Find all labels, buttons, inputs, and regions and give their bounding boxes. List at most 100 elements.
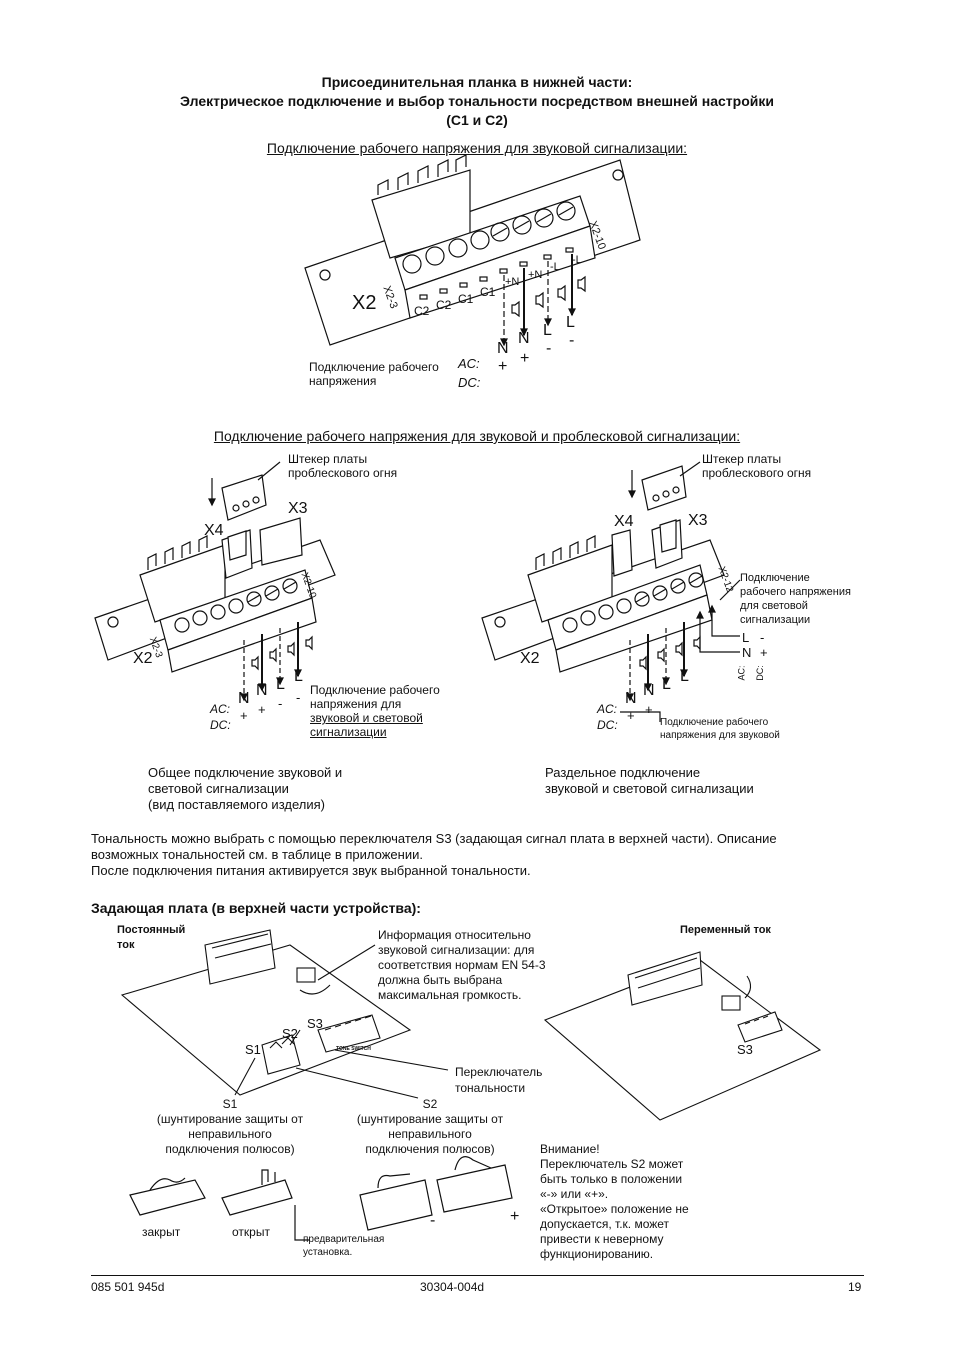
s2-desc-3: неправильного [388,1127,472,1141]
right-sound-1: Подключение рабочего [660,717,769,728]
col-sign3: - [546,340,552,357]
left-col-l2: L [294,668,303,685]
s1-desc-1: S1 [222,1097,238,1111]
pin-label-c2a: C2 [414,304,430,318]
jumper-drawings [129,1156,513,1241]
right-light-2: рабочего напряжения [740,586,851,598]
right-col-l1: L [662,676,671,693]
preset-1: предварительная [303,1234,385,1245]
supply-label-2: напряжения [309,374,377,388]
left-supply-2: напряжения для [310,697,402,711]
s2-desc-4: подключения полюсов) [365,1142,495,1156]
right-sound-2: напряжения для звуковой [660,730,780,741]
tone-switch-1: Переключатель [455,1065,543,1079]
col-n1: N [497,340,509,357]
s1-desc-3: неправильного [188,1127,272,1141]
warning-6: допускается, т.к. может [540,1217,670,1231]
tone-switch-2: тональности [455,1081,526,1095]
jumper-plus: + [510,1208,520,1225]
section1-heading: Подключение рабочего напряжения для звук… [266,140,688,156]
pin-label-c1b: C1 [480,285,496,299]
s1-desc-2: (шунтирование защиты от [156,1112,304,1126]
pin-label-n1: +N [505,276,520,288]
supply-label-1: Подключение рабочего [309,360,439,374]
tone-switch-print: TONE SWITCH [336,1046,371,1052]
right-dc: DC: [597,718,618,732]
col-l1: L [543,322,552,339]
warning-3: быть только в положении [540,1172,683,1186]
pin-label-c1a: C1 [458,292,474,306]
paragraph-line-2: возможных тональностей см. в таблице в п… [91,847,423,862]
caption-right-2: звуковой и световой сигнализации [545,781,754,796]
right-minus: - [760,630,765,645]
footer-left: 085 501 945d [91,1280,165,1294]
footer-rule [91,1275,864,1276]
warning-8: функционированию. [540,1247,654,1261]
x2-label: X2 [352,292,377,314]
left-diagram [94,461,336,702]
col-sign1: + [498,358,508,375]
contact-slots [419,247,574,300]
plug-label-right-1: Штекер платы [702,452,782,466]
x2-right: X2 [520,650,540,667]
left-sign4: - [296,690,301,705]
caption-right-1: Раздельное подключение [545,765,701,780]
caption-left-2: световой сигнализации [148,781,289,796]
right-diagram [481,461,741,722]
dc-label: DC: [458,375,481,390]
right-col-l2: L [680,668,689,685]
right-plus: + [760,645,768,660]
left-sign1: + [240,708,248,723]
title-line-2: Электрическое подключение и выбор тональ… [180,93,774,109]
left-dc: DC: [210,718,231,732]
left-supply-1: Подключение рабочего [310,683,440,697]
s3-label-dc: S3 [307,1016,323,1031]
right-sign2: + [645,702,653,717]
right-l: L [742,630,750,645]
title-line-1: Присоединительная планка в нижней части: [321,74,633,90]
right-sign1: + [627,708,635,723]
right-light-1: Подключение [740,572,810,584]
col-sign2: + [520,350,530,367]
preset-2: установка. [303,1247,353,1258]
s2-desc-1: S2 [422,1097,438,1111]
ac-label: AC: [458,356,480,371]
col-n2: N [518,330,530,347]
terminal-block-diagram-1 [304,154,641,347]
ac-label: Переменный ток [680,924,771,936]
jumper-minus: - [430,1212,436,1229]
info-line-3: соответствия нормам EN 54-3 [378,958,546,972]
x2-left: X2 [133,650,153,667]
left-supply-4: сигнализации [310,725,387,739]
plug-label-left-1: Штекер платы [288,452,368,466]
dc-board [120,929,449,1099]
s2-label-dc: S2 [282,1026,298,1041]
s1-label-dc: S1 [245,1042,261,1057]
footer-center: 30304-004d [420,1280,485,1294]
screw-row [402,201,576,274]
title-line-3: (C1 и C2) [446,112,508,128]
dc-label-2: ток [117,939,135,951]
closed-label: закрыт [142,1225,181,1239]
pin-label-c2b: C2 [436,298,452,312]
warning-5: «Открытое» положение не [540,1202,689,1216]
dc-label-1: Постоянный [117,924,186,936]
section2-heading: Подключение рабочего напряжения для звук… [213,428,741,444]
right-light-3: для световой [740,600,808,612]
warning-2: Переключатель S2 может [540,1157,684,1171]
col-sign4: - [569,332,575,349]
paragraph-line-3: После подключения питания активируется з… [91,863,531,878]
s3-label-ac: S3 [737,1042,753,1057]
left-sign2: + [258,702,266,717]
left-sign3: - [278,696,283,711]
plug-label-left-2: проблескового огня [288,466,398,480]
plug-label-right-2: проблескового огня [702,466,812,480]
left-col-n1: N [238,690,250,707]
x3-left: X3 [288,500,308,517]
info-line-2: звуковой сигнализации: для [378,943,535,957]
footer-page-number: 19 [848,1280,862,1294]
info-line-4: должна быть выбрана [378,973,503,987]
